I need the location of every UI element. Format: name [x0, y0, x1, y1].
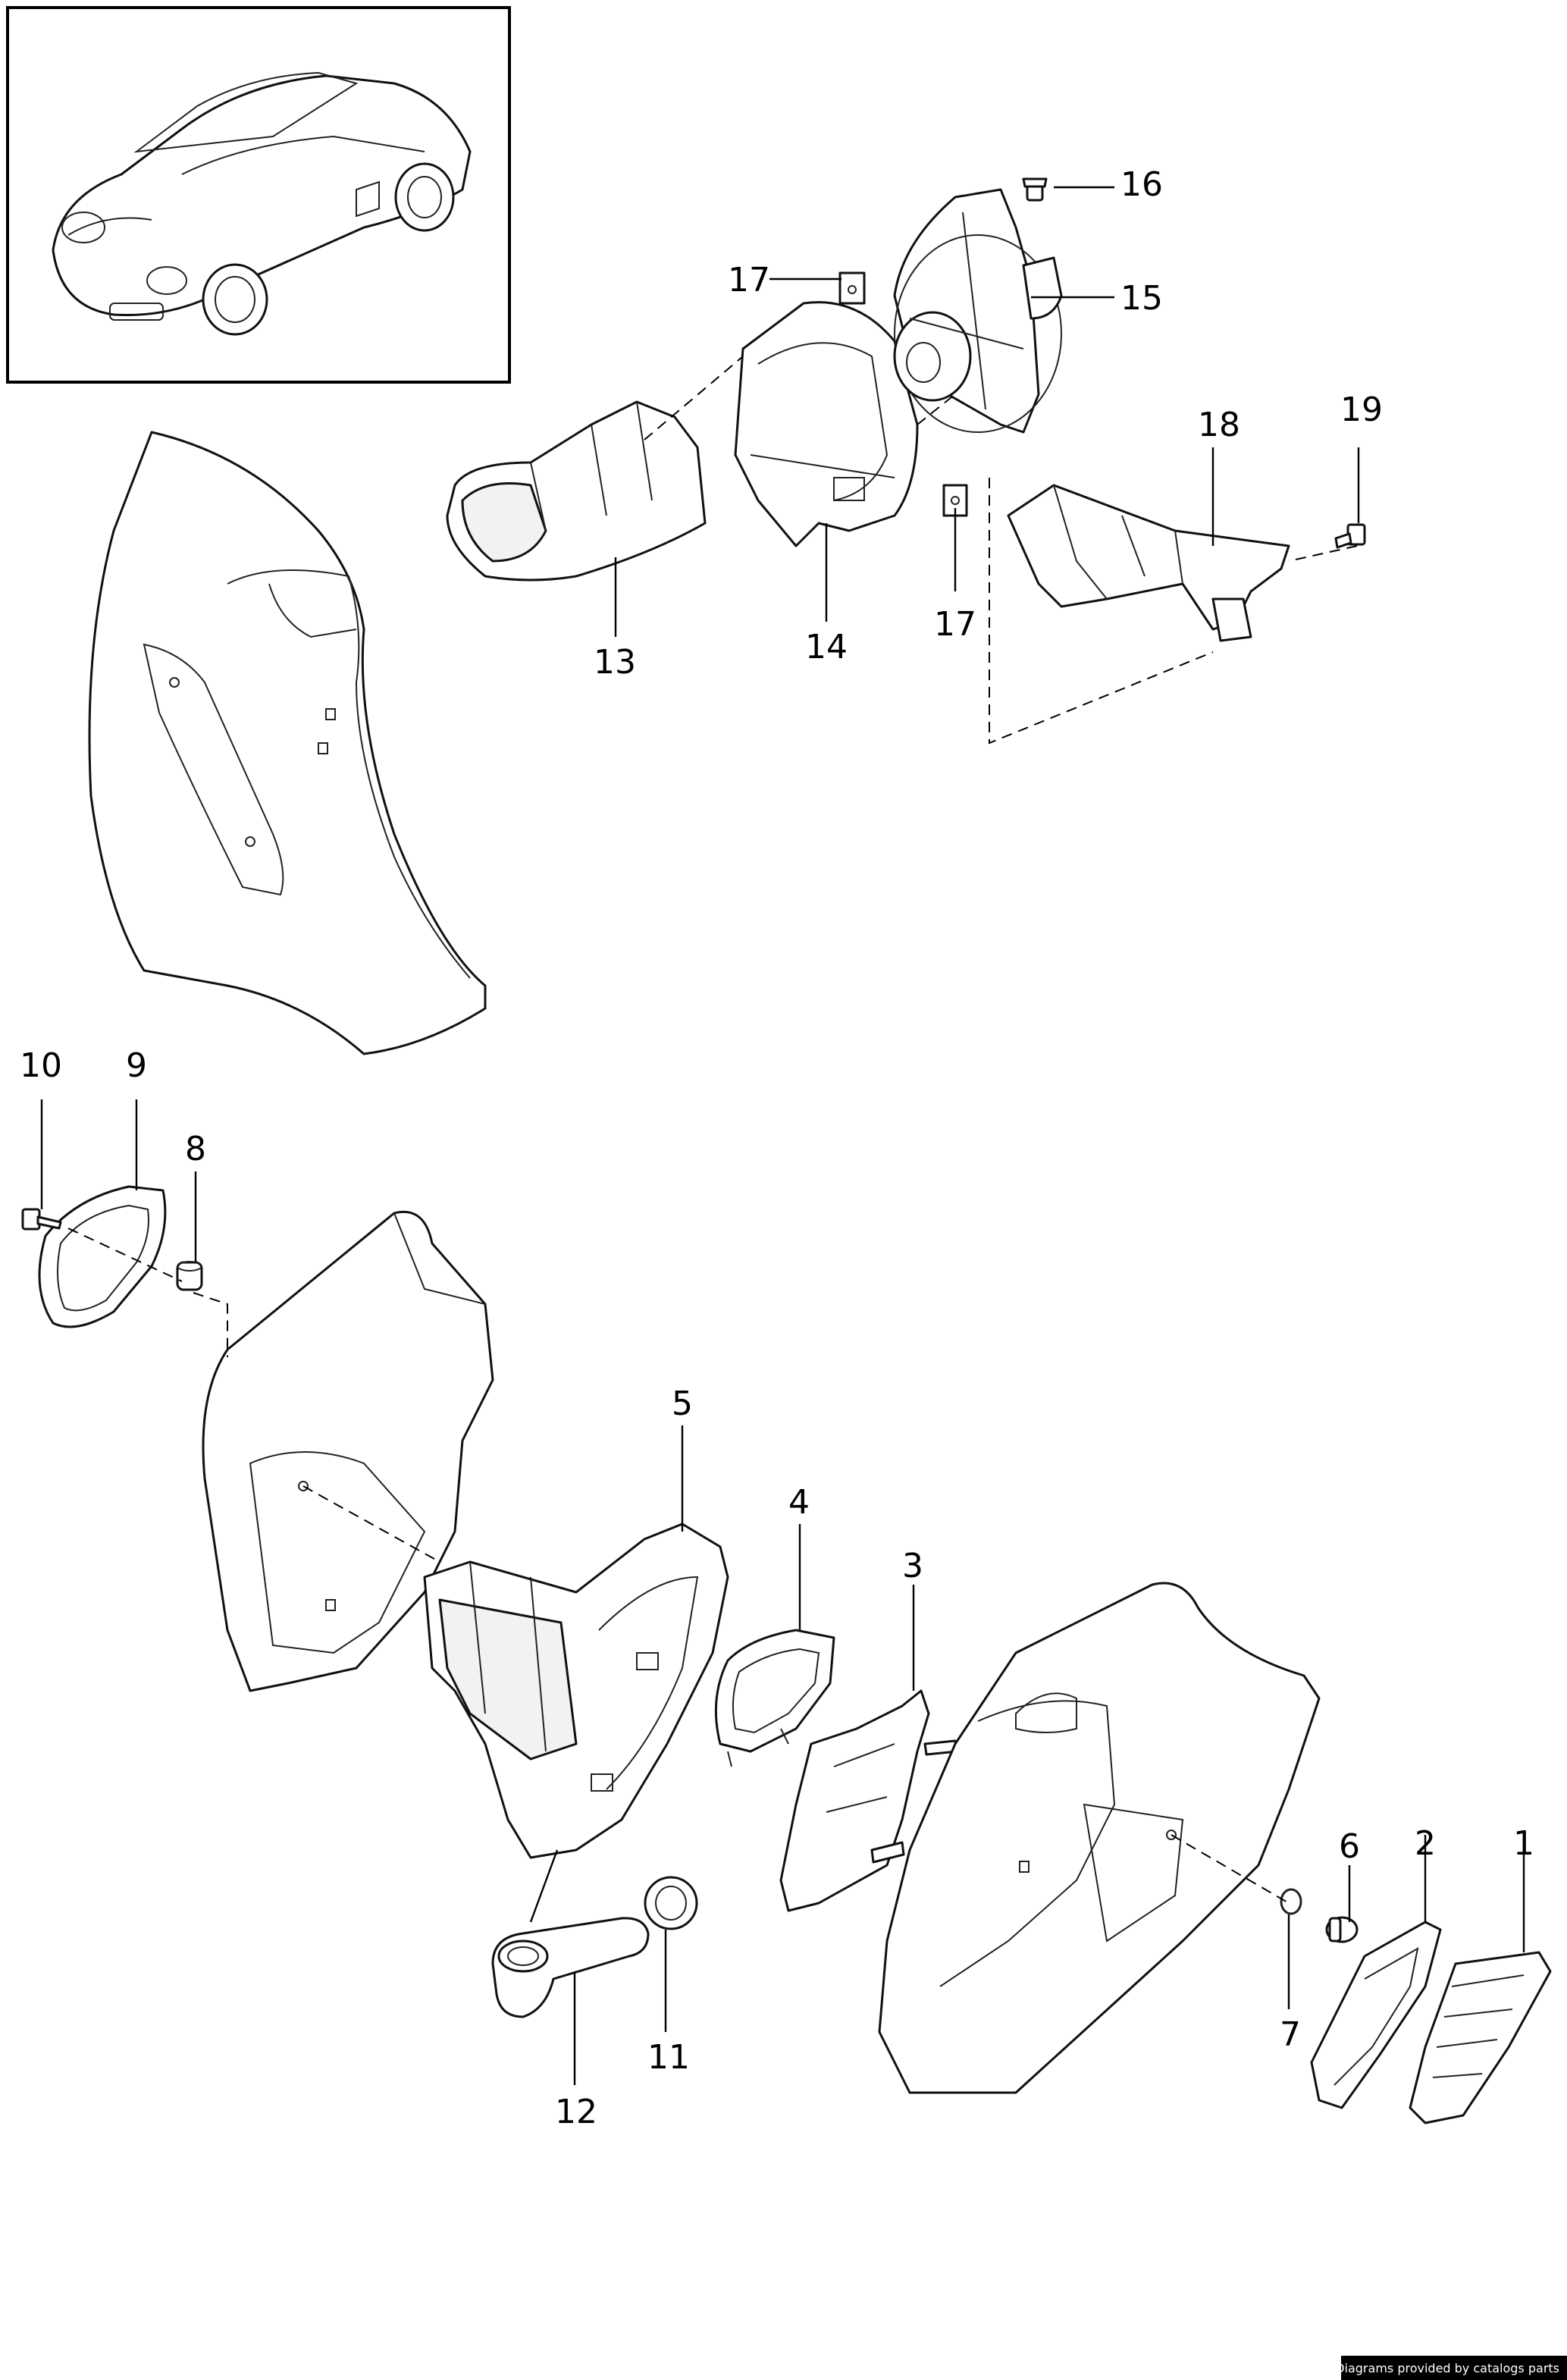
callout-3: 3 [902, 1547, 923, 1585]
part-1-grille [1409, 1951, 1552, 2124]
part-19-bolt [1334, 523, 1366, 549]
part-4-frame [714, 1629, 835, 1767]
part-7-o-ring [1280, 1888, 1302, 1915]
part-3-plate [779, 1689, 958, 1912]
part-12-hose [491, 1917, 650, 2018]
callout-15: 15 [1120, 279, 1163, 318]
part-13-duct [446, 400, 707, 582]
part-17-clip-top [838, 271, 866, 305]
part-17-clip-bottom [942, 484, 968, 517]
vehicle-thumbnail [6, 6, 511, 384]
callout-6: 6 [1339, 1827, 1360, 1866]
callout-8: 8 [185, 1130, 206, 1168]
part-15-fan [893, 188, 1063, 434]
part-5-duct-assembly [423, 1522, 729, 1859]
callout-11: 11 [647, 2038, 690, 2077]
callout-14: 14 [805, 628, 848, 666]
part-9-frame [38, 1185, 167, 1328]
part-8-grommet [176, 1261, 203, 1291]
part-2-frame [1310, 1921, 1442, 2109]
callout-1: 1 [1513, 1824, 1534, 1863]
callout-12: 12 [555, 2093, 597, 2131]
callout-4: 4 [788, 1483, 810, 1522]
callout-9: 9 [126, 1046, 147, 1085]
part-18-bracket [1007, 484, 1290, 642]
upper-body-panel [88, 431, 487, 1055]
callout-19: 19 [1340, 390, 1383, 429]
callout-17-bottom: 17 [934, 605, 976, 644]
callout-13: 13 [594, 643, 636, 682]
leader-lines [40, 186, 1525, 2085]
footer-credit-text: Diagrams provided by catalogs parts [1335, 2361, 1559, 2375]
callout-5: 5 [672, 1384, 693, 1423]
assembly-lines [67, 356, 1358, 1904]
callout-18: 18 [1198, 406, 1240, 444]
part-16-bolt [1022, 177, 1048, 202]
right-body-panel [878, 1582, 1321, 2094]
callout-17-top: 17 [728, 261, 770, 299]
lower-left-body-panel [202, 1210, 494, 1692]
callout-10: 10 [20, 1046, 62, 1085]
callouts: 16 15 17 18 19 13 14 17 10 9 8 5 4 3 6 2… [20, 165, 1534, 2131]
callout-7: 7 [1280, 2015, 1301, 2054]
callout-2: 2 [1415, 1824, 1436, 1863]
footer-credit-bar [1341, 2356, 1567, 2380]
part-6-grommet [1325, 1916, 1359, 1943]
part-10-screw [21, 1208, 62, 1231]
part-14-fan-housing [734, 301, 919, 547]
callout-16: 16 [1120, 165, 1163, 204]
part-11-ring [644, 1876, 698, 1930]
